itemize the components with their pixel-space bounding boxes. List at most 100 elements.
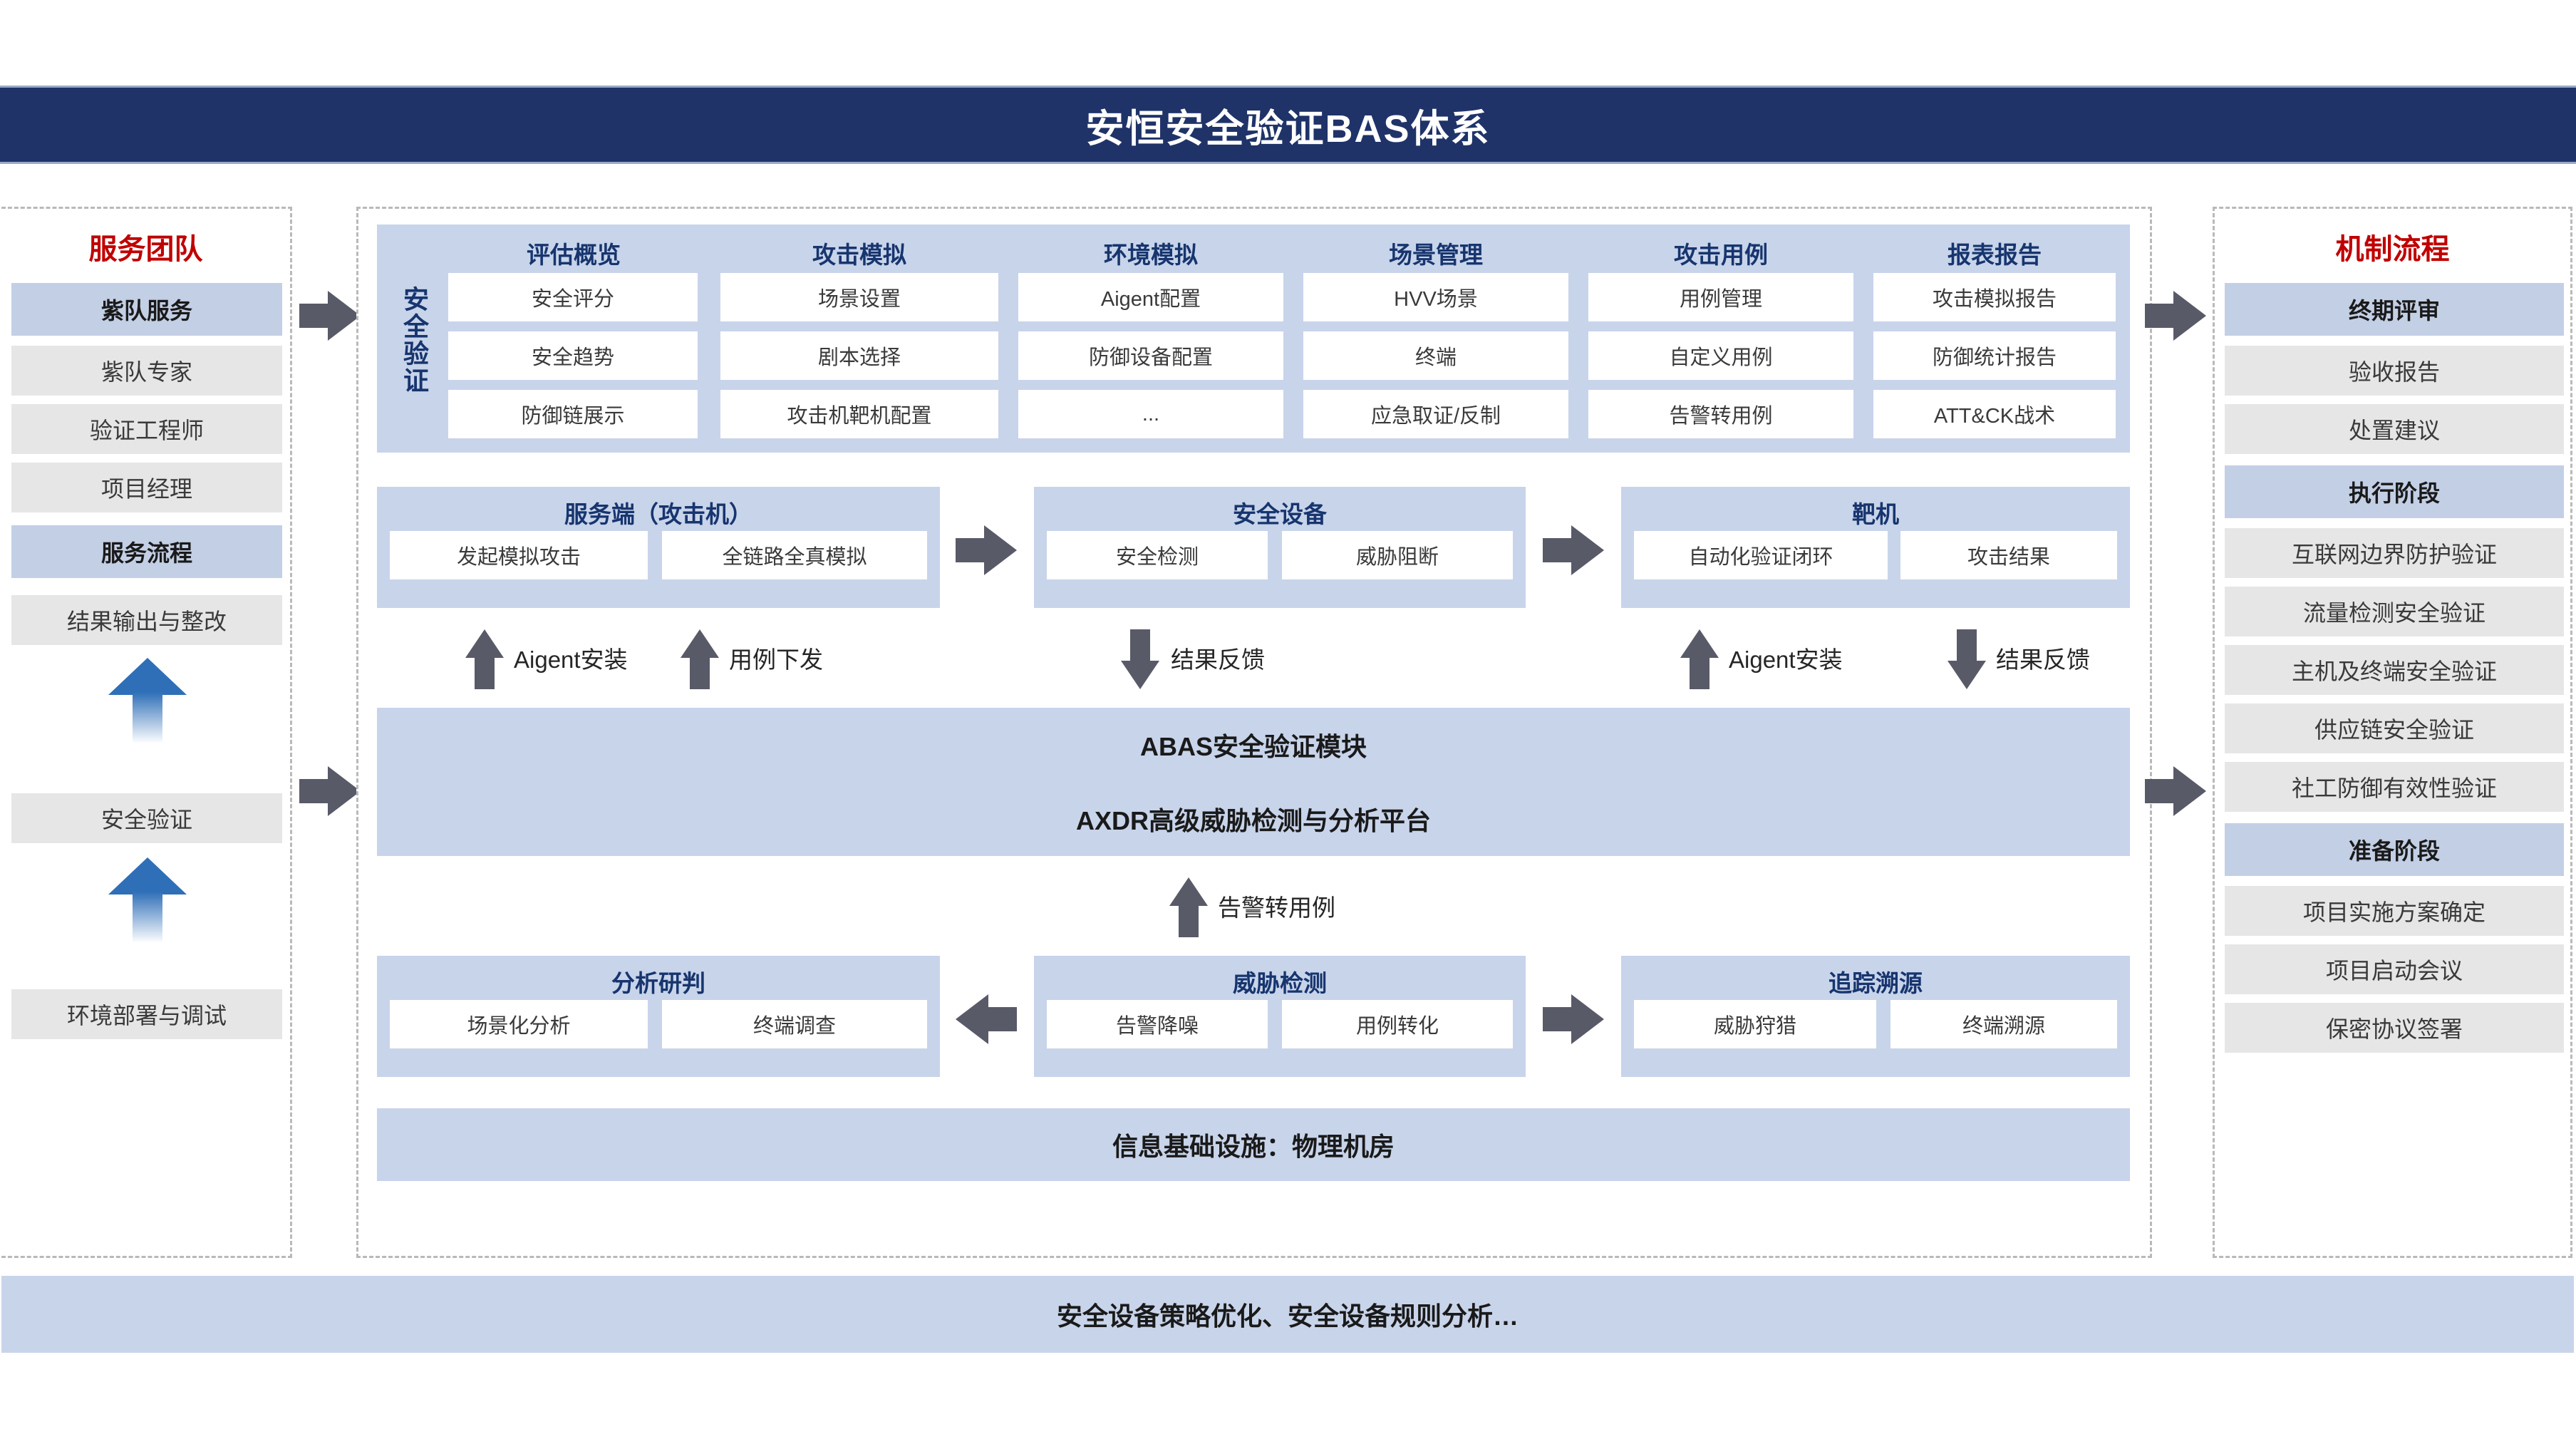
right-item-1-3[interactable]: 供应链安全验证 — [2225, 703, 2564, 753]
module-item-1-1[interactable]: 剧本选择 — [720, 331, 998, 380]
arrow-right-icon-detect-2 — [1543, 994, 1604, 1044]
arrow-right-icon-in-top — [299, 291, 361, 341]
detect-chain-title-1: 威胁检测 — [1233, 970, 1327, 996]
module-item-4-1[interactable]: 自定义用例 — [1588, 331, 1853, 380]
flow-label-aigent-1: Aigent安装 — [514, 646, 628, 673]
sidebar-item-team-1[interactable]: 验证工程师 — [11, 404, 282, 454]
sidebar-item-process-0[interactable]: 结果输出与整改 — [11, 595, 282, 645]
flow-label-alert: 告警转用例 — [1218, 894, 1335, 921]
detect-chain-block-0: 分析研判 场景化分析 终端调查 — [377, 956, 940, 1077]
detect-chain-item-1-1[interactable]: 用例转化 — [1282, 1000, 1513, 1048]
up-arrow-icon-1 — [108, 658, 187, 743]
attack-chain-item-1-0[interactable]: 安全检测 — [1047, 531, 1268, 579]
detect-chain-title-2: 追踪溯源 — [1828, 970, 1923, 996]
arrow-right-icon-out-bottom — [2145, 766, 2206, 816]
arrow-up-icon-aigent-2 — [1680, 629, 1719, 689]
module-item-2-2[interactable]: ... — [1018, 390, 1283, 438]
infrastructure-bar[interactable]: 信息基础设施：物理机房 — [377, 1108, 2130, 1181]
right-head-0[interactable]: 终期评审 — [2225, 283, 2564, 336]
arrow-down-icon-feedback-1 — [1121, 629, 1159, 689]
module-item-0-0[interactable]: 安全评分 — [448, 273, 698, 321]
module-item-5-0[interactable]: 攻击模拟报告 — [1873, 273, 2116, 321]
right-item-1-2[interactable]: 主机及终端安全验证 — [2225, 645, 2564, 695]
right-head-2[interactable]: 准备阶段 — [2225, 823, 2564, 876]
sidebar-item-process-1[interactable]: 安全验证 — [11, 793, 282, 843]
detect-chain-item-2-0[interactable]: 威胁狩猎 — [1634, 1000, 1876, 1048]
attack-chain-title-1: 安全设备 — [1233, 501, 1327, 527]
attack-chain-block-1: 安全设备 安全检测 威胁阻断 — [1034, 487, 1526, 608]
module-title-0: 评估概览 — [527, 242, 621, 268]
flow-label-aigent-2: Aigent安装 — [1729, 646, 1843, 673]
module-item-1-0[interactable]: 场景设置 — [720, 273, 998, 321]
module-item-2-1[interactable]: 防御设备配置 — [1018, 331, 1283, 380]
sidebar-head-process[interactable]: 服务流程 — [11, 525, 282, 578]
detect-chain-block-1: 威胁检测 告警降噪 用例转化 — [1034, 956, 1526, 1077]
page-header: 安恒安全验证BAS体系 — [0, 86, 2576, 164]
right-item-0-1[interactable]: 处置建议 — [2225, 404, 2564, 454]
module-item-5-1[interactable]: 防御统计报告 — [1873, 331, 2116, 380]
right-item-1-1[interactable]: 流量检测安全验证 — [2225, 587, 2564, 636]
arrow-up-icon-aigent-1 — [465, 629, 504, 689]
detect-chain-item-2-1[interactable]: 终端溯源 — [1890, 1000, 2117, 1048]
attack-chain-block-0: 服务端（攻击机） 发起模拟攻击 全链路全真模拟 — [377, 487, 940, 608]
module-title-3: 场景管理 — [1389, 242, 1483, 268]
flow-label-feedback-1: 结果反馈 — [1171, 646, 1265, 673]
sidebar-item-team-2[interactable]: 项目经理 — [11, 463, 282, 512]
attack-chain-item-1-1[interactable]: 威胁阻断 — [1282, 531, 1513, 579]
attack-chain-item-2-0[interactable]: 自动化验证闭环 — [1634, 531, 1888, 579]
right-item-0-0[interactable]: 验收报告 — [2225, 346, 2564, 396]
module-item-4-2[interactable]: 告警转用例 — [1588, 390, 1853, 438]
attack-chain-block-2: 靶机 自动化验证闭环 攻击结果 — [1621, 487, 2130, 608]
flow-label-usecase: 用例下发 — [729, 646, 823, 673]
attack-chain-title-2: 靶机 — [1852, 501, 1899, 527]
module-item-5-2[interactable]: ATT&CK战术 — [1873, 390, 2116, 438]
detect-chain-block-2: 追踪溯源 威胁狩猎 终端溯源 — [1621, 956, 2130, 1077]
right-item-2-0[interactable]: 项目实施方案确定 — [2225, 886, 2564, 936]
footer-bar: 安全设备策略优化、安全设备规则分析… — [1, 1276, 2574, 1353]
arrow-right-icon-in-bottom — [299, 766, 361, 816]
attack-chain-item-0-0[interactable]: 发起模拟攻击 — [390, 531, 648, 579]
module-title-1: 攻击模拟 — [812, 242, 906, 268]
attack-chain-item-2-1[interactable]: 攻击结果 — [1900, 531, 2117, 579]
right-head-1[interactable]: 执行阶段 — [2225, 465, 2564, 518]
attack-chain-title-0: 服务端（攻击机） — [564, 501, 752, 527]
platform-bar-axdr[interactable]: AXDR高级威胁检测与分析平台 — [377, 782, 2130, 856]
right-item-1-0[interactable]: 互联网边界防护验证 — [2225, 528, 2564, 578]
module-item-3-1[interactable]: 终端 — [1303, 331, 1568, 380]
sidebar-item-team-0[interactable]: 紫队专家 — [11, 346, 282, 396]
detect-chain-item-0-1[interactable]: 终端调查 — [662, 1000, 927, 1048]
arrow-up-icon-alert — [1169, 877, 1208, 937]
module-item-0-2[interactable]: 防御链展示 — [448, 390, 698, 438]
arrow-up-icon-usecase — [681, 629, 719, 689]
right-sidebar: 机制流程 终期评审 验收报告 处置建议 执行阶段 互联网边界防护验证 流量检测安… — [2213, 207, 2572, 1258]
module-item-0-1[interactable]: 安全趋势 — [448, 331, 698, 380]
verification-vertical-label: 安全验证 — [400, 286, 429, 394]
left-sidebar: 服务团队 紫队服务 紫队专家 验证工程师 项目经理 服务流程 结果输出与整改 安… — [1, 207, 292, 1258]
page-title: 安恒安全验证BAS体系 — [1085, 107, 1491, 150]
module-title-2: 环境模拟 — [1104, 242, 1198, 268]
module-title-4: 攻击用例 — [1674, 242, 1768, 268]
module-item-1-2[interactable]: 攻击机靶机配置 — [720, 390, 998, 438]
module-item-2-0[interactable]: Aigent配置 — [1018, 273, 1283, 321]
attack-chain-item-0-1[interactable]: 全链路全真模拟 — [662, 531, 927, 579]
sidebar-item-process-2[interactable]: 环境部署与调试 — [11, 989, 282, 1039]
arrow-right-icon-chain-2 — [1543, 525, 1604, 575]
arrow-down-icon-feedback-2 — [1947, 629, 1986, 689]
right-item-2-2[interactable]: 保密协议签署 — [2225, 1003, 2564, 1053]
module-item-4-0[interactable]: 用例管理 — [1588, 273, 1853, 321]
right-item-1-4[interactable]: 社工防御有效性验证 — [2225, 762, 2564, 812]
module-item-3-2[interactable]: 应急取证/反制 — [1303, 390, 1568, 438]
right-item-2-1[interactable]: 项目启动会议 — [2225, 944, 2564, 994]
module-title-5: 报表报告 — [1947, 242, 2042, 268]
detect-chain-title-0: 分析研判 — [611, 970, 705, 996]
arrow-left-icon-detect-1 — [956, 994, 1017, 1044]
right-sidebar-title: 机制流程 — [2335, 234, 2450, 265]
detect-chain-item-1-0[interactable]: 告警降噪 — [1047, 1000, 1268, 1048]
arrow-right-icon-chain-1 — [956, 525, 1017, 575]
module-item-3-0[interactable]: HVV场景 — [1303, 273, 1568, 321]
module-grid-block: 安全验证 评估概览 安全评分 安全趋势 防御链展示 攻击模拟 场景设置 剧本选择… — [377, 225, 2130, 453]
detect-chain-item-0-0[interactable]: 场景化分析 — [390, 1000, 648, 1048]
sidebar-head-team[interactable]: 紫队服务 — [11, 283, 282, 336]
platform-bar-abas[interactable]: ABAS安全验证模块 — [377, 708, 2130, 782]
